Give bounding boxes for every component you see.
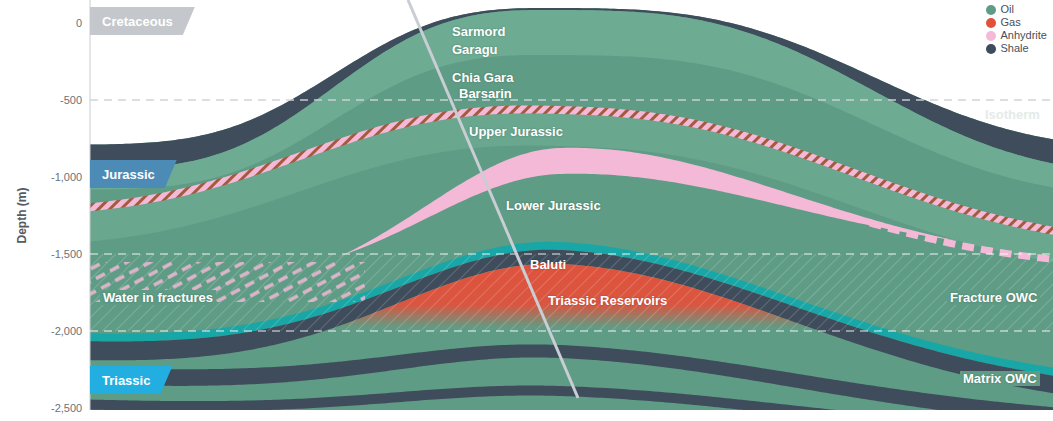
legend-item: Anhydrite (986, 29, 1047, 42)
annotation-label: Fracture OWC (947, 290, 1040, 305)
axis-tick-label: -1,000 (51, 170, 82, 185)
period-name: Cretaceous (102, 14, 173, 29)
axis-title: Depth (m) (15, 187, 30, 243)
period-tag: Jurassic (90, 160, 177, 188)
formation-label: Upper Jurassic (469, 124, 563, 139)
formation-label: Barsarin (459, 86, 512, 101)
legend-text: Oil (1001, 3, 1014, 16)
fracture-hatch (90, 254, 1053, 331)
legend-item: Oil (986, 3, 1047, 16)
annotation-label: Water in fractures (100, 290, 216, 305)
legend-item: Gas (986, 16, 1047, 29)
reservoir-label: Triassic Reservoirs (548, 293, 667, 308)
legend-item: Shale (986, 42, 1047, 55)
period-tag: Cretaceous (90, 7, 195, 35)
upper-jurassic-layer (90, 113, 1053, 262)
legend-text: Gas (1001, 16, 1021, 29)
period-name: Jurassic (102, 167, 155, 182)
axis-tick-label: 0 (76, 16, 82, 31)
legend-swatch (986, 31, 996, 41)
formation-label: Chia Gara (452, 70, 513, 85)
strata (90, 8, 1053, 410)
axis-tick-label: -2,000 (51, 324, 82, 339)
formation-label: Baluti (530, 257, 566, 272)
axis-tick-label: -2,500 (51, 401, 82, 416)
formation-label: Sarmord (452, 24, 505, 39)
period-tag: Triassic (90, 366, 172, 394)
axis-tick-label: -500 (60, 93, 82, 108)
annotation-label: Isotherm (985, 107, 1040, 122)
legend-swatch (986, 18, 996, 28)
legend-swatch (986, 5, 996, 15)
legend-swatch (986, 44, 996, 54)
depth-axis (90, 0, 91, 410)
axis-tick-label: -1,500 (51, 247, 82, 262)
fracture-owc-line (90, 253, 1053, 255)
shale-layer (90, 250, 1053, 394)
isotherm-line (90, 99, 1053, 101)
annotation-label: Matrix OWC (960, 371, 1040, 386)
legend-text: Shale (1001, 42, 1029, 55)
formation-label: Garagu (452, 42, 498, 57)
legend: OilGasAnhydriteShale (986, 3, 1047, 55)
legend-text: Anhydrite (1001, 29, 1047, 42)
period-name: Triassic (102, 373, 150, 388)
formation-label: Lower Jurassic (506, 198, 601, 213)
matrix-owc-line (90, 330, 1053, 332)
